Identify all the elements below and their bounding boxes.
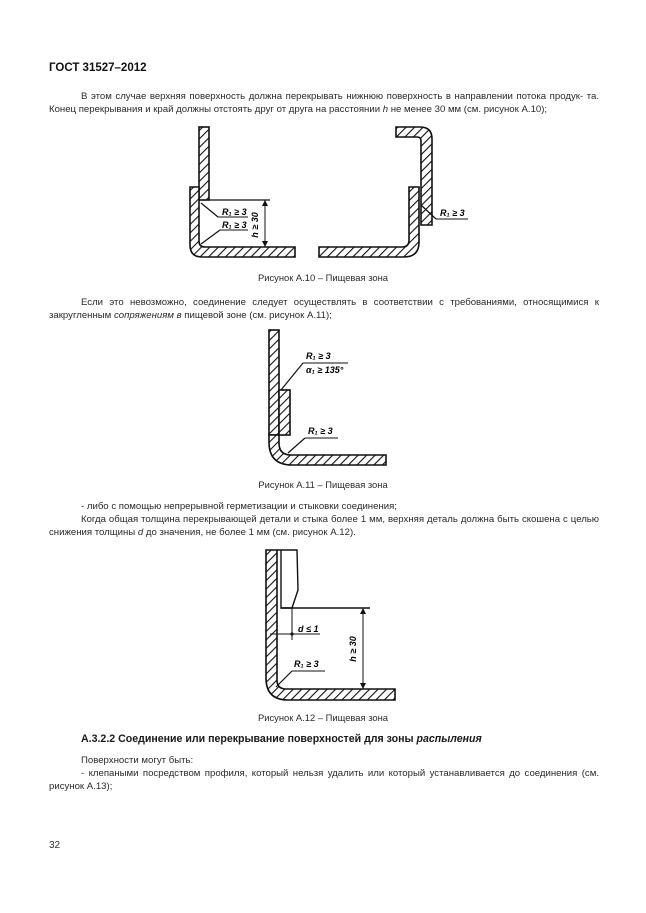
- label-r1-bottom: R₁ ≥ 3: [222, 220, 247, 230]
- figure-a12-diagram: d ≤ 1 h ≥ 30 R₁ ≥ 3: [265, 549, 396, 701]
- label-r1-top: R₁ ≥ 3: [222, 207, 247, 217]
- label-d-dim: d ≤ 1: [298, 624, 318, 634]
- label-r1-right: R₁ ≥ 3: [440, 208, 465, 218]
- document-header: ГОСТ 31527–2012: [49, 62, 147, 74]
- figure-a11-diagram: R₁ ≥ 3 α₁ ≥ 135° R₁ ≥ 3: [268, 329, 387, 466]
- paragraph-rounded: Если это невозможно, соединение следует …: [49, 297, 599, 322]
- paragraph-thickness: Когда общая толщина перекрывающей детали…: [49, 514, 599, 539]
- label-r1-top: R₁ ≥ 3: [306, 351, 331, 361]
- paragraph-riveted: - клепаными посредством профиля, который…: [49, 768, 599, 793]
- figure-a10-diagram: R₁ ≥ 3 R₁ ≥ 3 h ≥ 30 R₁ ≥ 3: [189, 126, 468, 258]
- label-h-dim: h ≥ 30: [250, 212, 260, 237]
- label-r1: R₁ ≥ 3: [294, 659, 319, 669]
- figure-a12-caption: Рисунок А.12 – Пищевая зона: [257, 712, 389, 723]
- label-h-dim: h ≥ 30: [348, 636, 358, 661]
- paragraph-overlap: В этом случае верхняя поверхность должна…: [49, 91, 599, 116]
- label-alpha: α₁ ≥ 135°: [306, 365, 344, 375]
- paragraph-sealing: - либо с помощью непрерывной герметизаци…: [81, 501, 397, 512]
- section-heading-a322: А.3.2.2 Соединение или перекрывание пове…: [81, 733, 482, 745]
- paragraph-surfaces: Поверхности могут быть:: [81, 755, 194, 766]
- figure-a11-caption: Рисунок А.11 – Пищевая зона: [258, 479, 388, 490]
- figure-a10-caption: Рисунок А.10 – Пищевая зона: [257, 272, 389, 283]
- label-r1-bottom: R₁ ≥ 3: [308, 426, 333, 436]
- page-number: 32: [49, 840, 61, 851]
